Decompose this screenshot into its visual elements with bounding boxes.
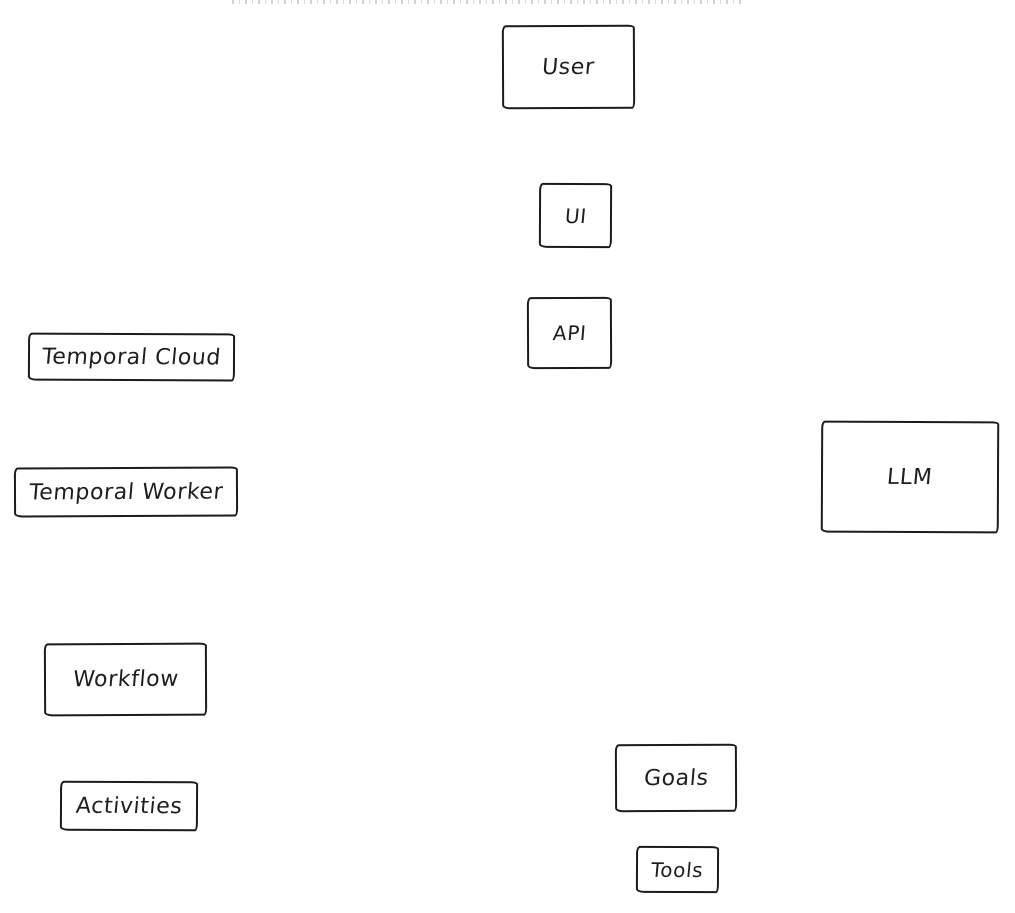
node-label: Tools <box>650 857 705 882</box>
node-temporal-cloud[interactable]: Temporal Cloud <box>27 332 236 382</box>
node-api[interactable]: API <box>526 296 613 370</box>
node-label: Temporal Worker <box>27 479 225 505</box>
node-label: API <box>551 320 588 346</box>
node-label: User <box>541 54 596 80</box>
node-workflow[interactable]: Workflow <box>43 642 208 717</box>
node-label: Goals <box>642 765 710 791</box>
node-label: UI <box>563 203 588 228</box>
node-tools[interactable]: Tools <box>635 845 720 894</box>
node-ui[interactable]: UI <box>538 182 613 249</box>
clipped-text-top <box>232 0 744 4</box>
node-user[interactable]: User <box>501 24 636 110</box>
node-label: LLM <box>886 464 934 490</box>
node-goals[interactable]: Goals <box>614 743 738 813</box>
node-temporal-worker[interactable]: Temporal Worker <box>13 466 239 518</box>
node-label: Temporal Cloud <box>40 344 223 370</box>
node-label: Activities <box>74 793 184 819</box>
node-activities[interactable]: Activities <box>59 780 199 832</box>
node-llm[interactable]: LLM <box>820 420 1000 534</box>
node-label: Workflow <box>71 666 180 693</box>
